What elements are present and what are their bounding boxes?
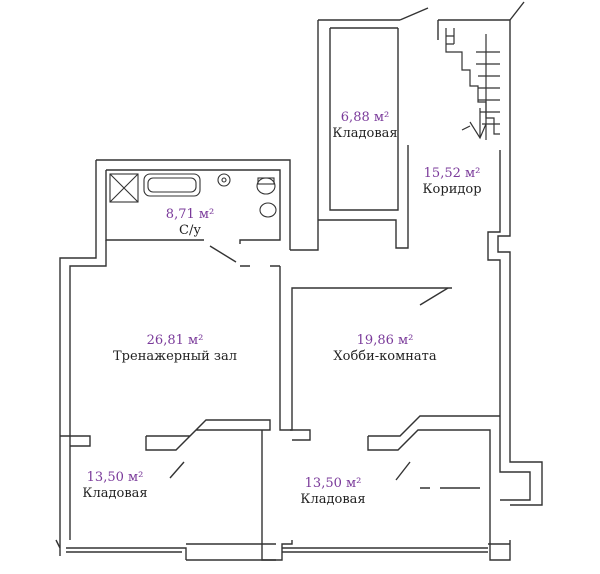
room-label-corridor: 15,52 м² Коридор: [422, 166, 481, 197]
room-area: 15,52 м²: [423, 166, 481, 181]
toilet-icon: [256, 177, 276, 195]
room-area: 13,50 м²: [86, 470, 144, 485]
stairs: [445, 28, 500, 140]
room-name: Тренажерный зал: [113, 348, 237, 364]
room-area: 13,50 м²: [304, 476, 362, 491]
room-name: Кладовая: [332, 125, 398, 141]
room-area: 6,88 м²: [340, 110, 390, 125]
room-label-hobby: 19,86 м² Хобби-комната: [333, 333, 436, 364]
room-label-storage-top: 6,88 м² Кладовая: [332, 110, 397, 141]
room-label-storage-left: 13,50 м² Кладовая: [82, 470, 147, 501]
room-label-storage-mid: 13,50 м² Кладовая: [300, 476, 365, 507]
room-label-bathroom: 8,71 м² С/у: [166, 207, 214, 238]
sink: [217, 173, 231, 187]
room-name: С/у: [179, 222, 201, 238]
bidet-icon: [259, 202, 277, 218]
room-area: 19,86 м²: [356, 333, 414, 348]
room-name: Кладовая: [300, 491, 366, 507]
bathtub: [143, 173, 201, 197]
room-label-gym: 26,81 м² Тренажерный зал: [113, 333, 237, 364]
room-name: Коридор: [422, 181, 482, 197]
bathroom-fixtures: [109, 173, 277, 218]
room-area: 8,71 м²: [165, 207, 215, 222]
walls: [55, 1, 543, 561]
room-area: 26,81 м²: [146, 333, 204, 348]
shower-tray: [109, 173, 139, 203]
room-name: Кладовая: [82, 485, 148, 501]
room-name: Хобби-комната: [333, 348, 437, 364]
